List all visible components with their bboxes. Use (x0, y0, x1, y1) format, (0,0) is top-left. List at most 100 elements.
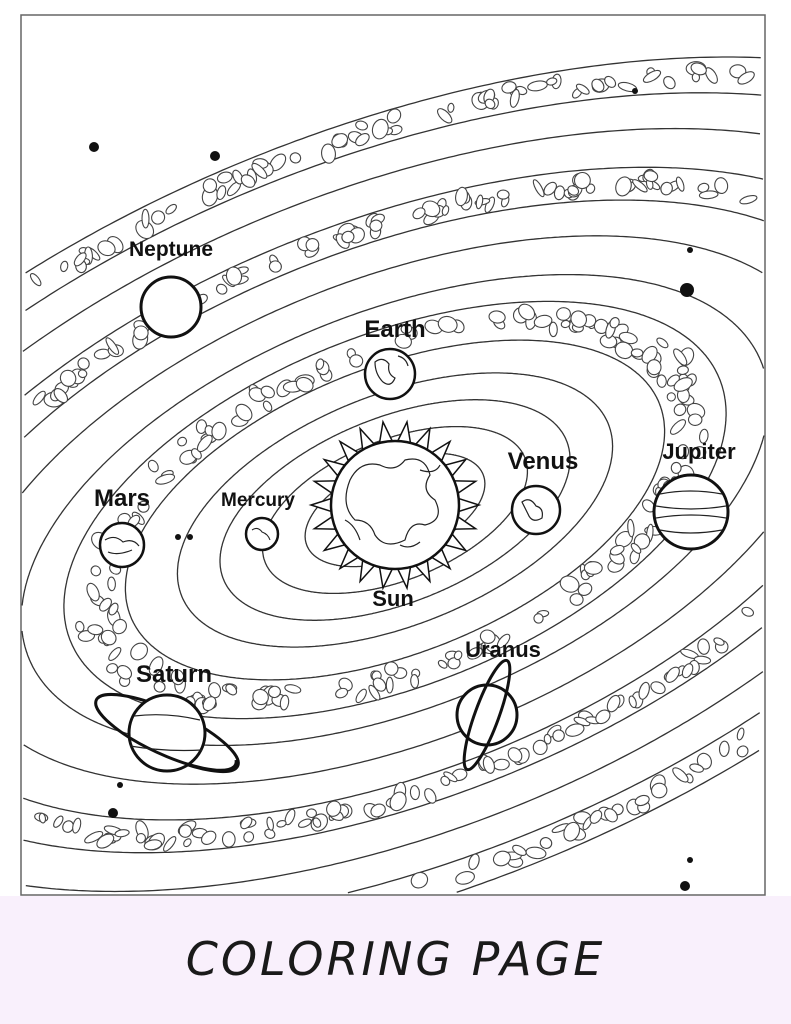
asteroid (696, 752, 712, 770)
asteroid (615, 176, 632, 197)
asteroid (663, 75, 676, 90)
asteroid (178, 824, 192, 838)
asteroid (533, 314, 553, 329)
asteroid (447, 657, 461, 670)
asteroid (650, 681, 666, 695)
star-dot (687, 247, 693, 253)
asteroid (183, 838, 192, 848)
star-dot (680, 283, 694, 297)
asteroid (737, 71, 755, 85)
asteroid (276, 820, 287, 828)
asteroid (312, 817, 322, 828)
asteroid (672, 767, 689, 783)
banner-title: COLORING PAGE (185, 932, 606, 986)
asteroid (646, 359, 662, 376)
asteroid (556, 307, 571, 321)
orbit-line (23, 199, 765, 821)
asteroid (295, 376, 314, 393)
asteroid (409, 785, 420, 801)
asteroid (689, 763, 704, 773)
asteroid (372, 677, 387, 692)
asteroid (606, 694, 621, 713)
asteroid (201, 830, 217, 845)
asteroid (394, 333, 412, 349)
asteroid (687, 413, 703, 426)
asteroid (77, 357, 90, 370)
asteroid (216, 171, 233, 184)
asteroid (105, 337, 120, 355)
asteroid (507, 747, 523, 763)
asteroid (718, 740, 730, 757)
asteroid (114, 829, 130, 838)
banner: COLORING PAGE (0, 896, 791, 1024)
asteroid (90, 565, 102, 577)
asteroid (341, 230, 355, 244)
asteroid (155, 473, 176, 485)
asteroid (509, 88, 520, 108)
asteroid (609, 317, 620, 329)
asteroid (643, 170, 659, 183)
asteroid (676, 365, 689, 375)
asteroid (437, 108, 453, 124)
asteroid (151, 210, 166, 225)
asteroid (284, 808, 296, 826)
asteroid (211, 421, 227, 441)
asteroid (143, 839, 163, 851)
asteroid (512, 844, 527, 857)
star-dot (680, 881, 690, 891)
asteroid (567, 185, 580, 196)
asteroid (641, 345, 658, 364)
asteroid (355, 120, 369, 131)
asteroid (666, 392, 676, 402)
asteroid (673, 377, 693, 392)
asteroid (137, 500, 150, 513)
asteroid (563, 821, 581, 842)
asteroid (650, 782, 668, 799)
asteroid (593, 318, 609, 334)
asteroid (532, 179, 545, 198)
label-neptune: Neptune (129, 238, 213, 261)
label-uranus: Uranus (465, 637, 541, 662)
asteroid (96, 833, 115, 849)
asteroid (384, 661, 399, 676)
asteroid (609, 544, 625, 556)
asteroid (196, 434, 213, 453)
asteroid (632, 179, 648, 193)
asteroid (369, 219, 383, 232)
asteroid (116, 665, 133, 680)
asteroid (306, 808, 317, 819)
saturn-planet (94, 692, 240, 774)
asteroid (163, 836, 177, 852)
asteroid (704, 67, 718, 84)
asteroid (99, 597, 112, 612)
asteroid (577, 582, 593, 596)
asteroid (240, 174, 256, 188)
star-dot (687, 857, 693, 863)
asteroid (455, 186, 468, 207)
asteroid (410, 871, 429, 889)
asteroid (389, 791, 407, 812)
asteroid (349, 354, 364, 368)
asteroid (284, 684, 302, 694)
asteroid (107, 576, 116, 592)
asteroid (72, 817, 82, 834)
asteroid (410, 674, 420, 689)
asteroid (112, 618, 127, 635)
asteroid (714, 177, 729, 195)
asteroid (297, 818, 312, 828)
star-dot (175, 534, 181, 540)
asteroid (697, 638, 710, 655)
asteroid (518, 303, 536, 321)
sun (308, 419, 482, 591)
label-mars: Mars (94, 485, 150, 512)
asteroid (441, 205, 450, 216)
asteroid (467, 646, 483, 660)
asteroid (570, 310, 587, 328)
asteroid (591, 78, 605, 93)
asteroid (370, 803, 386, 818)
asteroid (455, 871, 475, 885)
asteroid (108, 602, 119, 616)
label-sun: Sun (372, 586, 414, 611)
asteroid (739, 195, 758, 205)
asteroid (331, 133, 349, 149)
